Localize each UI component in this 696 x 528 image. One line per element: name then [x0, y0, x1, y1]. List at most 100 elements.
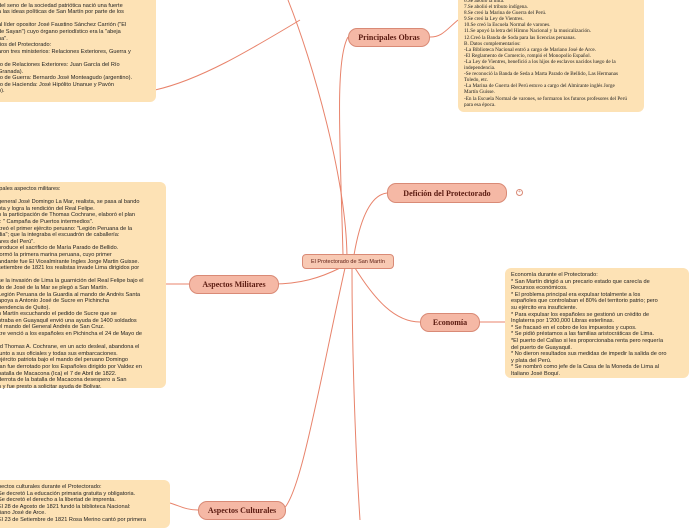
collapse-toggle-icon[interactable]: + [516, 189, 523, 196]
note-line: dia"; que la integraba el escuadrón de c… [0, 232, 120, 239]
note-protectorado-ministries: ión:del seno de la sociedad patriótica n… [0, 0, 156, 102]
note-line: * Para expulsar los españoles se gestion… [511, 311, 650, 318]
note-line: * El problema principal era expulsar tot… [511, 291, 641, 298]
note-line: * San Martín dirigió a un precario estad… [511, 278, 650, 285]
note-line: derrota de la batalla de Macacona desesp… [0, 377, 127, 384]
link-obras [339, 36, 349, 256]
topic-principales-obras[interactable]: Principales Obras [348, 28, 430, 47]
note-line: -La Biblioteca Nacional entró a cargo de… [464, 46, 596, 53]
note-line: do de José de la Mar se plegó a San Mart… [0, 284, 109, 291]
topic-aspectos-culturales[interactable]: Aspectos Culturales [198, 501, 286, 520]
note-line: al líder opositor José Faustino Sánchez … [0, 22, 127, 29]
note-line: andante fue El Vicealmirante Ingles Jorg… [0, 258, 140, 265]
note-line: cre venció a los españoles en Pichincha … [0, 331, 142, 338]
note-line: El 23 de Setiembre de 1821 Rosa Merino c… [0, 516, 147, 523]
note-line: creó el primer ejército peruano: "Legión… [0, 225, 133, 232]
note-line: * Se pidió préstamos a las familias aris… [511, 331, 655, 338]
note-line: independencia. [464, 65, 496, 72]
note-line: tan fue derrotado por los Españoles diri… [0, 364, 142, 371]
note-line: -El Reglamento de Comercio, rompió el Mo… [464, 52, 591, 59]
note-line: ntraba en Guayaquil envió una ayuda de 1… [0, 317, 137, 324]
note-line [0, 55, 150, 62]
note-lines: pectos culturales durante el Protectorad… [0, 484, 164, 524]
note-line: ro de Relaciones Exteriores: Juan García… [0, 61, 120, 68]
note-line: general José Domingo La Mar, realista, s… [0, 199, 140, 206]
note-economia: Economía durante el Protectorado:* San M… [505, 268, 689, 378]
trunk-lower [351, 267, 361, 521]
note-line: formó la primera marina peruana, cuyo pr… [0, 251, 112, 258]
note-line: -La Ley de Vientres, benefició a los hij… [464, 58, 616, 65]
note-line: 9.Se creó la Ley de Vientres. [464, 16, 524, 23]
note-line: r: " Campaña de Puertos intermedios". [0, 218, 94, 225]
note-line: aron tres ministerios: Relaciones Exteri… [0, 48, 131, 55]
note-line: 7.Se abolió el tributo indígena. [464, 4, 528, 11]
note-line: Se decretó el derecho a la libertad de i… [0, 497, 116, 504]
note-aspectos-culturales: pectos culturales durante el Protectorad… [0, 480, 170, 528]
topic-definicion-protectorado[interactable]: Defición del Protectorado [387, 183, 507, 203]
note-line: -Se reconoció la Banda de Seda a Marta P… [464, 71, 618, 78]
note-line: y plata del Perú. [511, 357, 552, 364]
note-line [0, 272, 160, 279]
note-line: 10.Se creó la Escuela Normal de varones. [464, 22, 551, 29]
note-lines: ipales aspectos militares: general José … [0, 186, 160, 390]
note-line: Granada). [0, 68, 24, 75]
note-line: Inglaterra por 1'200,000 Libras esterlin… [511, 318, 615, 325]
note-line: Legión Peruana de la Guardia al mando de… [0, 291, 141, 298]
link-protectorado [353, 192, 388, 256]
note-line: B. Datos complementarios: [464, 40, 521, 47]
note-line: ipales aspectos militares: [0, 186, 61, 192]
topic-aspectos-militares[interactable]: Aspectos Militares [189, 275, 279, 294]
note-line: Martín Guisse. [464, 89, 495, 96]
topic-economia[interactable]: Economía [420, 313, 480, 332]
note-lines: 6.Se abolió la mita.7.Se abolió el tribu… [464, 0, 638, 108]
note-line: apoya a Antonio José de Sucre en Pichinc… [0, 298, 110, 305]
note-line: junto a sus oficiales y todas sus embarc… [0, 350, 118, 357]
note-line: *El puerto del Callao si les proporciona… [511, 337, 664, 344]
note-line: 12.Creó la Banda de Soda para las licenc… [464, 34, 576, 41]
note-lines: Economía durante el Protectorado:* San M… [511, 272, 683, 378]
note-line: n Martín escuchando el pedido de Sucre q… [0, 311, 117, 318]
note-line: riano José de Arce. [0, 510, 46, 517]
note-line [0, 16, 150, 23]
note-line: ota y logra la rendición del Real Felipe… [0, 205, 95, 212]
note-line: Se decretó La educación primaria gratuit… [0, 490, 136, 497]
note-line [0, 338, 160, 345]
note-line: del seno de la sociedad patriótica nació… [0, 2, 123, 9]
note-line: el mando del General Andrés de San Cruz. [0, 324, 105, 331]
note-line: Toledo, etc. [464, 77, 489, 84]
link-economia [354, 267, 421, 323]
note-line: 6.Se abolió la mita. [464, 0, 505, 4]
note-line: ejército patriota bajo el mando del peru… [0, 357, 128, 364]
note-line: 8.Se creó la Marina de Guerra del Perú. [464, 10, 547, 17]
note-line: Italiano José Boquí. [511, 370, 561, 377]
link-obras-note [429, 19, 459, 38]
note-line: ión: [0, 0, 150, 3]
note-line: ro de Guerra: Bernardo José Monteagudo (… [0, 75, 133, 82]
link-culturales [281, 267, 346, 511]
note-line: produce el sacrificio de María Parado de… [0, 245, 119, 252]
note-line: * Se nombró como jefe de la Casa de la M… [511, 364, 660, 371]
note-line: setiembre de 1821 los realistas invade L… [0, 265, 140, 272]
link-culturales-note [169, 502, 199, 511]
note-line: El 28 de Agosto de 1821 fundó la bibliot… [0, 503, 131, 510]
note-aspectos-militares: ipales aspectos militares: general José … [0, 182, 166, 390]
note-line: batalla de Macacona (Ica) el 7 de Abril … [0, 370, 117, 377]
note-line: Economía durante el Protectorado: [511, 272, 598, 278]
note-line: españoles que controlaban el 80% del ter… [511, 298, 658, 305]
note-line: rd Thomas A. Cochrane, en un acto deslea… [0, 344, 140, 351]
note-line: n y fue presto a solicitar ayuda de Boli… [0, 383, 102, 390]
note-line: para esa época. [464, 101, 496, 108]
note-line: -En la Escuela Normal de varones, se for… [464, 95, 627, 102]
note-line: del puerto de Guayaquil. [511, 344, 572, 351]
note-line: ares del Perú". [0, 238, 35, 245]
note-line: 11.Se apoyó la letra del Himno Nacional … [464, 28, 592, 35]
central-topic[interactable]: El Protectorado de San Martín [302, 254, 394, 269]
note-line: Recursos económicos. [511, 285, 568, 292]
note-line: ro de Hacienda: José Hipólito Unanue y P… [0, 81, 114, 88]
link-militares [272, 267, 341, 285]
note-principales-obras: 6.Se abolió la mita.7.Se abolió el tribu… [458, 0, 644, 112]
note-line: na". [0, 35, 8, 42]
note-line: de Sayan") cuyo órgano periodístico era … [0, 28, 121, 35]
